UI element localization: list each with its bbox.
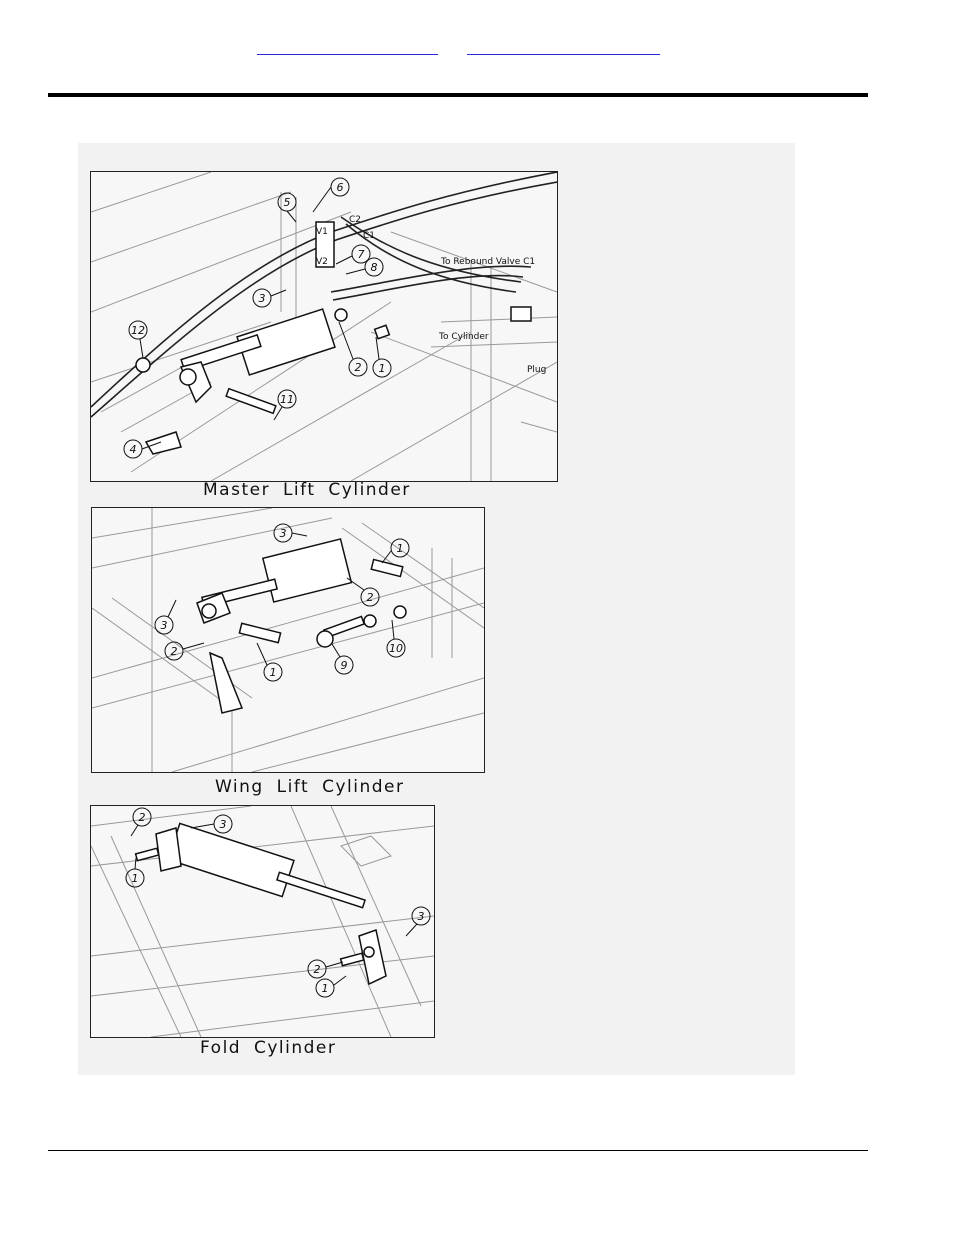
master-lift-drawing: 6 5 7 8 3 12 2 1 11 4 To Rebound Valve C… (91, 172, 557, 481)
callout-3: 3 (280, 527, 287, 540)
callout-9: 9 (341, 659, 348, 672)
callout-3: 3 (259, 292, 266, 305)
callout-1: 1 (270, 666, 277, 679)
callout-3: 3 (161, 619, 168, 632)
callout-10: 10 (389, 642, 403, 655)
callout-4: 4 (130, 443, 137, 456)
callout-1: 1 (379, 362, 386, 375)
fold-panel: 2 3 1 3 2 1 (90, 805, 435, 1038)
callout-5: 5 (284, 196, 291, 209)
callout-7: 7 (358, 248, 365, 261)
callout-12: 12 (131, 324, 145, 337)
callout-8: 8 (371, 261, 378, 274)
note-plug: Plug (527, 365, 546, 375)
note-c2: C2 (349, 215, 361, 225)
footer-rule (48, 1150, 868, 1151)
callout-2: 2 (139, 811, 146, 824)
note-to-rebound: To Rebound Valve C1 (440, 257, 535, 267)
master-lift-panel: 6 5 7 8 3 12 2 1 11 4 To Rebound Valve C… (90, 171, 558, 482)
header-link-left[interactable] (257, 40, 438, 55)
callout-2: 2 (314, 963, 321, 976)
wing-lift-drawing: 3 1 2 3 2 1 9 10 (92, 508, 484, 772)
callout-6: 6 (337, 181, 344, 194)
callout-1: 1 (397, 542, 404, 555)
note-v1: V1 (316, 227, 328, 237)
fold-drawing: 2 3 1 3 2 1 (91, 806, 434, 1037)
callout-3: 3 (220, 818, 227, 831)
header-link-right[interactable] (467, 40, 660, 55)
callout-2: 2 (355, 361, 362, 374)
callout-3: 3 (418, 910, 425, 923)
callout-2: 2 (367, 591, 374, 604)
callout-1: 1 (132, 872, 139, 885)
note-c1: C1 (363, 231, 375, 241)
callout-1: 1 (322, 982, 329, 995)
note-to-cylinder: To Cylinder (438, 332, 489, 342)
note-v2: V2 (316, 257, 328, 267)
caption-wing-lift: Wing Lift Cylinder (215, 777, 404, 797)
wing-lift-panel: 3 1 2 3 2 1 9 10 (91, 507, 485, 773)
caption-master-lift: Master Lift Cylinder (203, 480, 411, 500)
callout-2: 2 (171, 645, 178, 658)
callout-11: 11 (280, 393, 294, 406)
caption-fold: Fold Cylinder (200, 1038, 336, 1058)
header-rule (48, 93, 868, 97)
